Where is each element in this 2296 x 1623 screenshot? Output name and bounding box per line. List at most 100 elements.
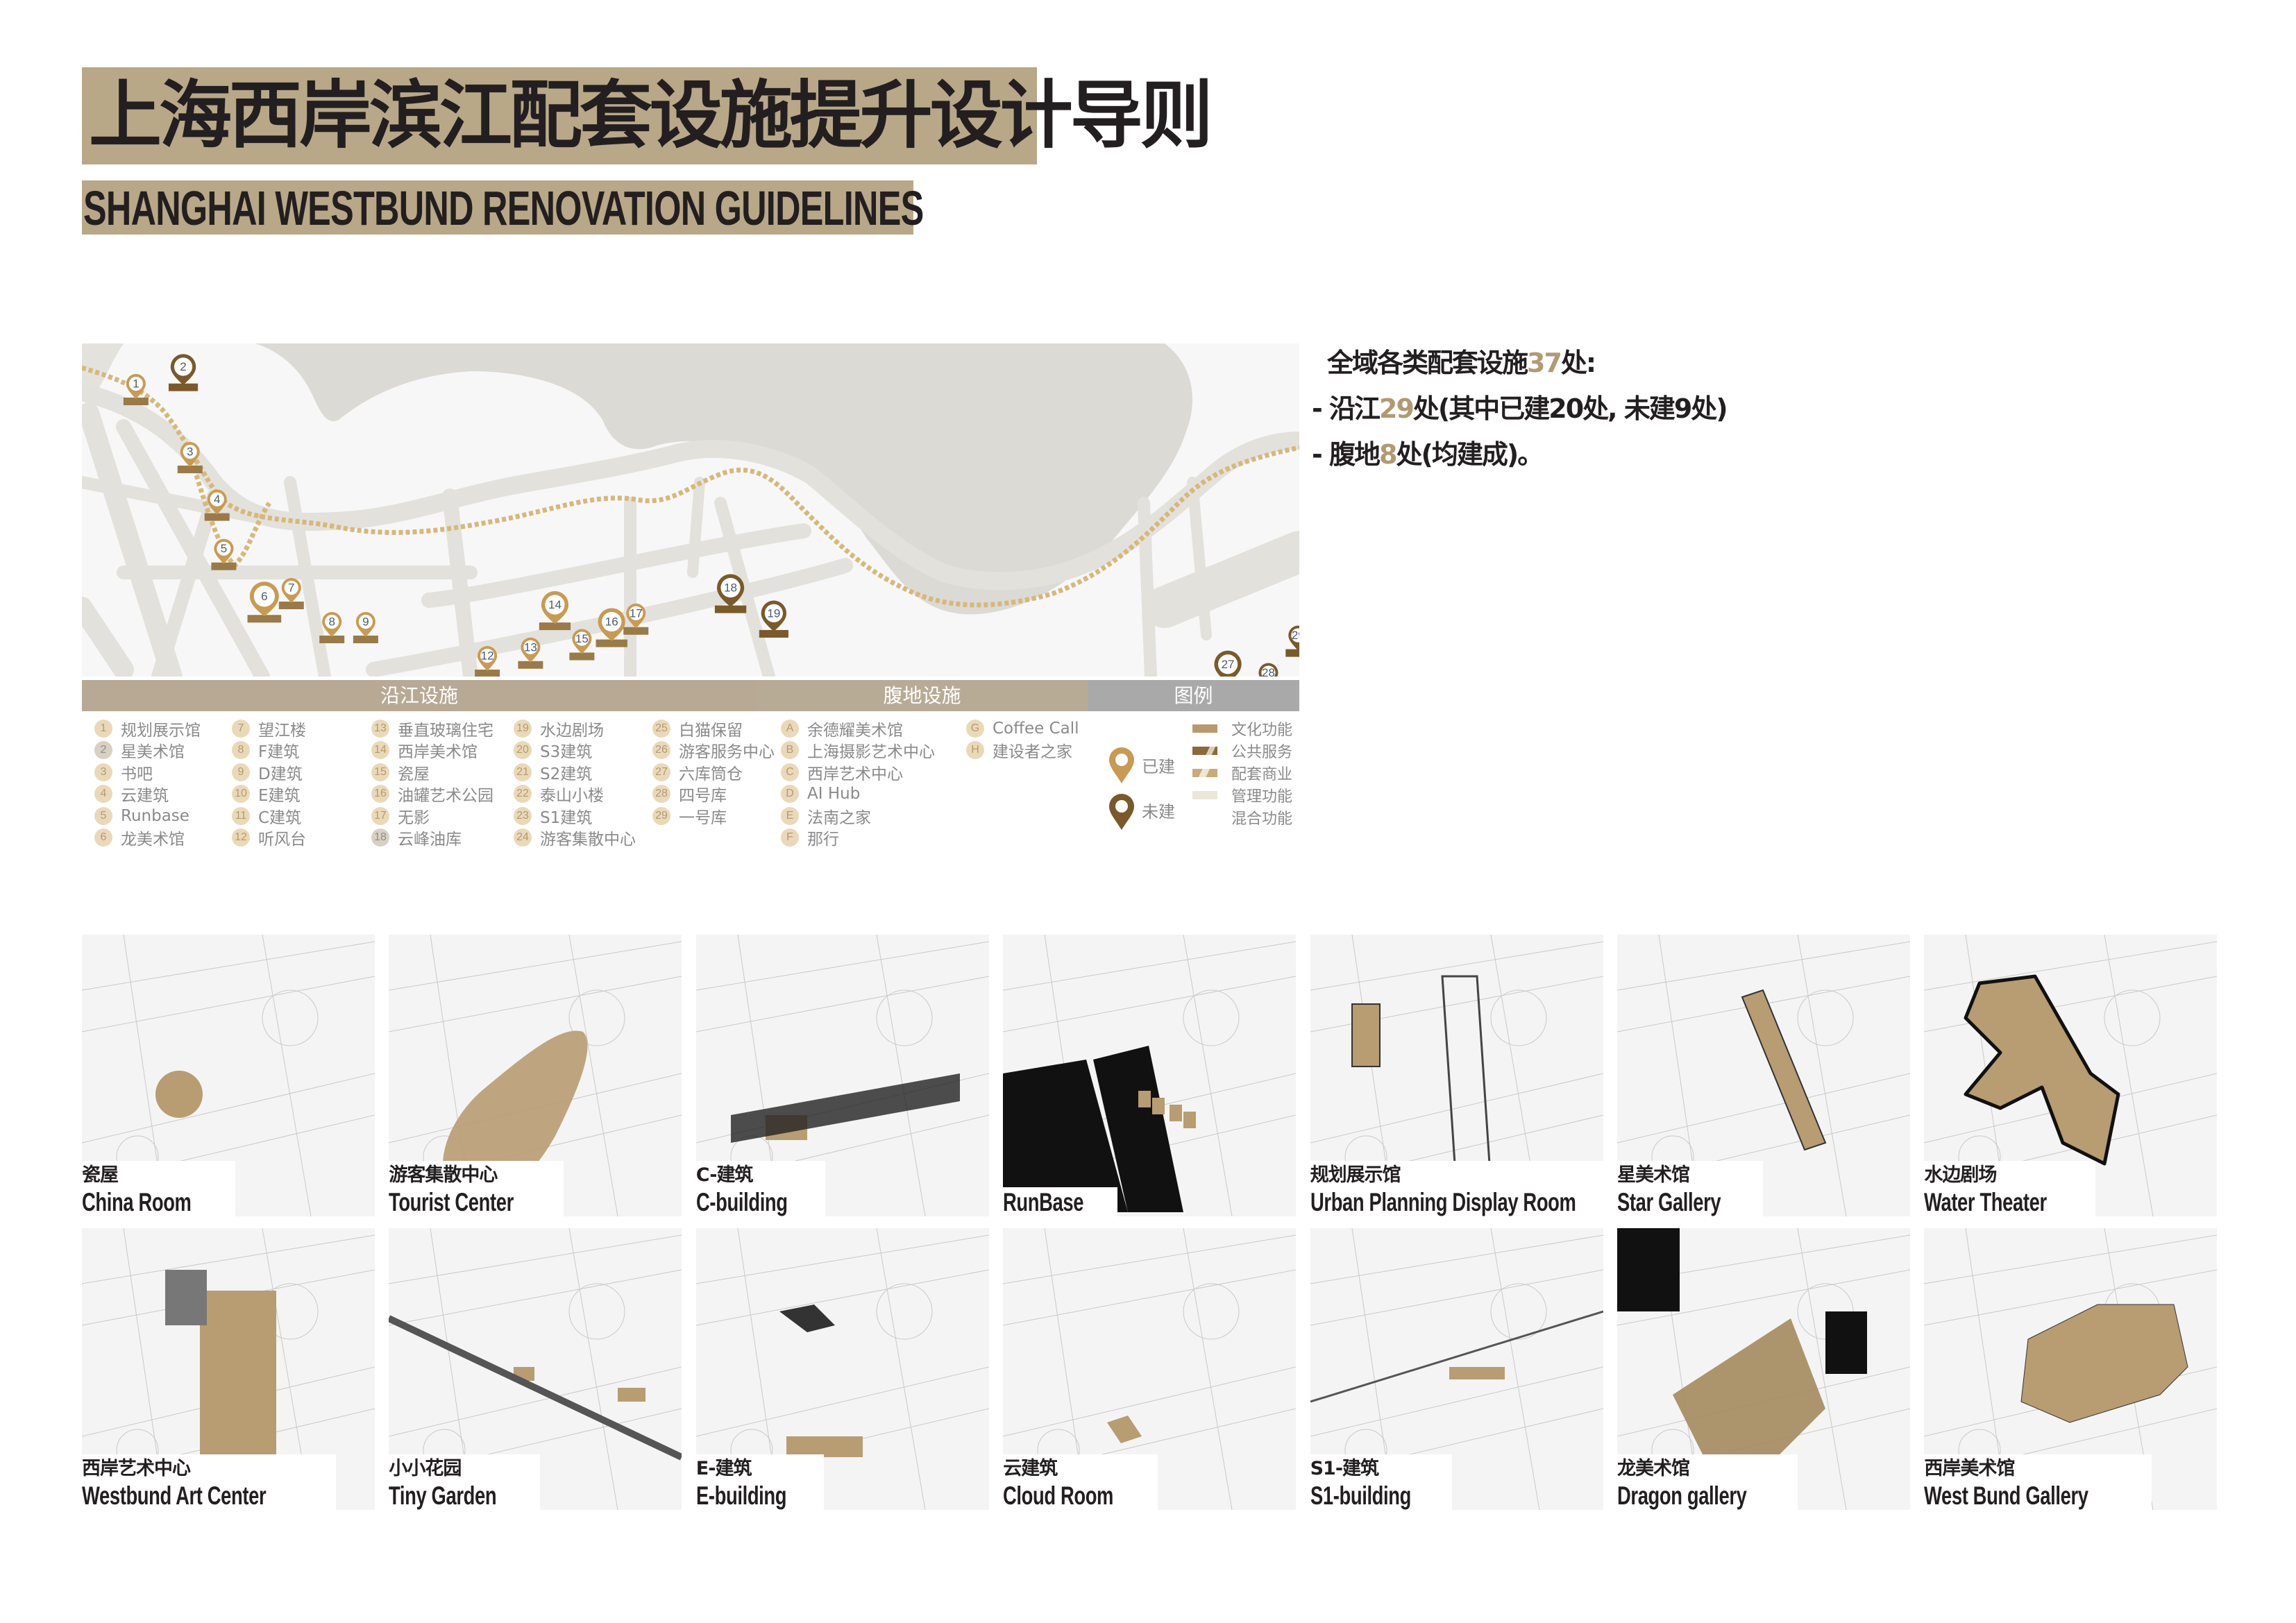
riverside-pin[interactable]: 12 <box>475 646 500 677</box>
pin-center <box>174 357 193 376</box>
caption-english: Dragon gallery <box>1617 1481 1747 1510</box>
pin-built-icon <box>1108 746 1136 788</box>
subtitle-banner: SHANGHAI WESTBUND RENOVATION GUIDELINES <box>82 180 924 235</box>
site-map: 1234567891011121314151617181920212223242… <box>82 343 1299 677</box>
legend-item-label: 一号库 <box>679 808 727 827</box>
facility-thumbnail[interactable]: RunBase <box>1003 935 1297 1216</box>
riverside-pin[interactable]: 9 <box>353 612 378 643</box>
map-canvas: 1234567891011121314151617181920212223242… <box>82 343 1299 677</box>
swatch-management <box>1192 791 1217 799</box>
number-badge: 11 <box>232 806 250 825</box>
number-badge: 8 <box>232 741 250 760</box>
caption-chinese: 龙美术馆 <box>1617 1458 1690 1479</box>
riverside-pin[interactable]: 13 <box>518 637 543 669</box>
riverside-pin[interactable]: 6 <box>247 581 282 623</box>
number-badge: 12 <box>232 829 250 847</box>
riverside-pin[interactable]: 8 <box>319 612 345 643</box>
caption-english: Urban Planning Display Room <box>1310 1188 1576 1216</box>
function-key-label: 管理功能 <box>1231 788 1293 806</box>
number-badge: 13 <box>371 719 389 738</box>
letter-badge: E <box>781 806 799 825</box>
title-banner: 上海西岸滨江配套设施提升设计导则 <box>82 67 1213 164</box>
caption-chinese: 西岸美术馆 <box>1924 1458 2015 1479</box>
riverside-pin[interactable]: 4 <box>204 489 230 521</box>
riverside-pin[interactable]: 15 <box>569 629 595 661</box>
riverside-pin[interactable]: 7 <box>278 578 304 609</box>
function-bar <box>714 605 747 613</box>
riverside-pin[interactable]: 19 <box>759 600 788 638</box>
legend-item-label: 那行 <box>807 831 839 849</box>
riverside-pin[interactable]: 2 <box>168 354 199 391</box>
site-plan-drawing <box>695 935 989 1216</box>
riverside-pin[interactable]: 17 <box>623 603 649 635</box>
riverside-legend-header: 沿江设施 <box>82 680 757 711</box>
function-bar <box>623 627 649 635</box>
pin-label: 8 <box>328 615 335 629</box>
pin-label: 27 <box>1222 658 1235 671</box>
pin-label: 29 <box>1292 629 1299 642</box>
number-badge: 7 <box>232 719 250 738</box>
riverside-pin[interactable]: 3 <box>177 442 203 473</box>
key-legend-header: 图例 <box>1088 680 1299 711</box>
riverside-pin[interactable]: 28 <box>1256 663 1281 677</box>
pin-center <box>210 492 224 507</box>
riverside-pin[interactable]: 1 <box>123 373 149 405</box>
riverside-pin[interactable]: 29 <box>1285 625 1299 657</box>
pin-label: 16 <box>605 615 618 629</box>
riverside-pin[interactable]: 16 <box>596 608 627 647</box>
function-bar <box>569 652 595 661</box>
number-badge: 15 <box>371 763 389 781</box>
riverside-pin[interactable]: 5 <box>211 538 237 570</box>
number-badge: 25 <box>652 719 670 738</box>
riverside-pin[interactable]: 18 <box>714 574 747 613</box>
number-badge: 17 <box>371 806 389 825</box>
pin-label: 12 <box>481 649 494 663</box>
letter-badge: A <box>781 719 799 738</box>
pin-center <box>523 640 538 654</box>
riverside-pin[interactable]: 14 <box>539 590 571 631</box>
function-bar <box>168 383 199 391</box>
caption-chinese: 瓷屋 <box>82 1164 119 1186</box>
function-bar <box>596 639 627 647</box>
caption-english: RunBase <box>1003 1188 1084 1216</box>
pin-label: 3 <box>187 445 193 459</box>
pin-center <box>545 595 565 615</box>
road-network <box>82 383 1299 677</box>
stats-inland: - 腹地8处(均建成)。 <box>1312 432 1727 477</box>
number-badge: 10 <box>232 785 250 804</box>
inland-legend-header: 腹地设施 <box>757 680 1088 711</box>
caption-chinese: 小小花园 <box>389 1458 462 1479</box>
stats-riverside: - 沿江29处(其中已建20处, 未建9处) <box>1312 386 1728 432</box>
riverside-pin[interactable]: 27 <box>1212 650 1243 677</box>
